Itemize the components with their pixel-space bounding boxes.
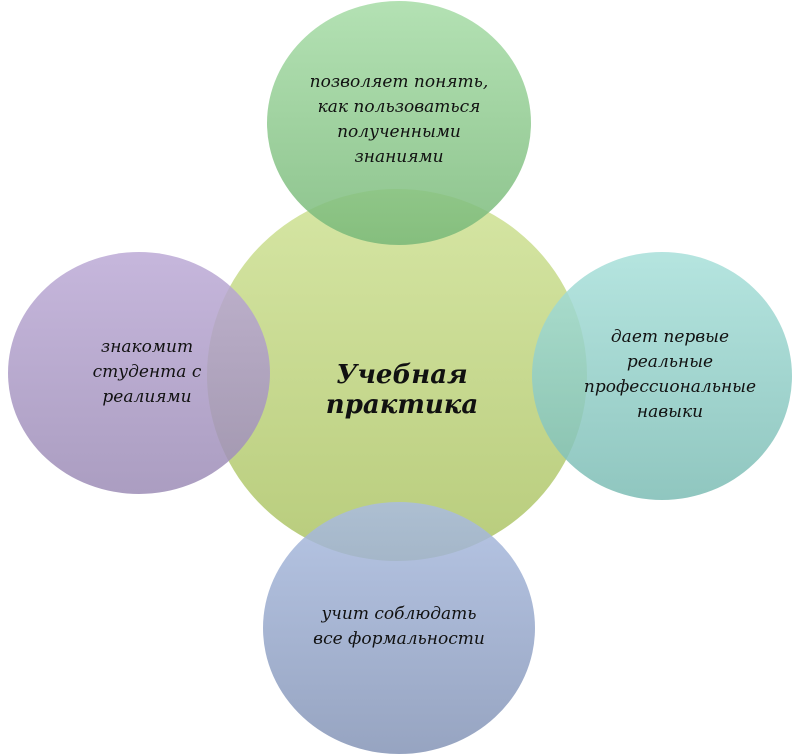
left-line-1: знакомит: [100, 337, 194, 357]
right-line-2: реальные: [626, 352, 714, 372]
top-line-2: как пользоваться: [317, 97, 481, 117]
bottom-node-label: учит соблюдать все формальности: [279, 602, 519, 652]
right-node-label: дает первые реальные профессиональные на…: [560, 325, 780, 425]
right-line-4: навыки: [636, 402, 704, 422]
bottom-circle: [263, 502, 535, 754]
top-line-3: полученными: [337, 122, 461, 142]
center-label: Учебная практика: [325, 360, 479, 420]
top-node-label: позволяет понять, как пользоваться получ…: [279, 70, 519, 170]
top-line-4: знаниями: [354, 147, 444, 167]
top-circle: [267, 1, 531, 245]
left-node-label: знакомит студента с реалиями: [62, 335, 232, 410]
left-line-3: реалиями: [102, 387, 192, 407]
right-circle: [532, 252, 792, 500]
left-line-2: студента с: [92, 362, 202, 382]
bottom-line-2: все формальности: [313, 629, 485, 649]
top-line-1: позволяет понять,: [309, 72, 489, 92]
left-circle: [8, 252, 270, 494]
center-circle: [207, 189, 587, 561]
right-line-3: профессиональные: [583, 377, 757, 397]
right-line-1: дает первые: [610, 327, 730, 347]
bottom-line-1: учит соблюдать: [321, 604, 477, 624]
